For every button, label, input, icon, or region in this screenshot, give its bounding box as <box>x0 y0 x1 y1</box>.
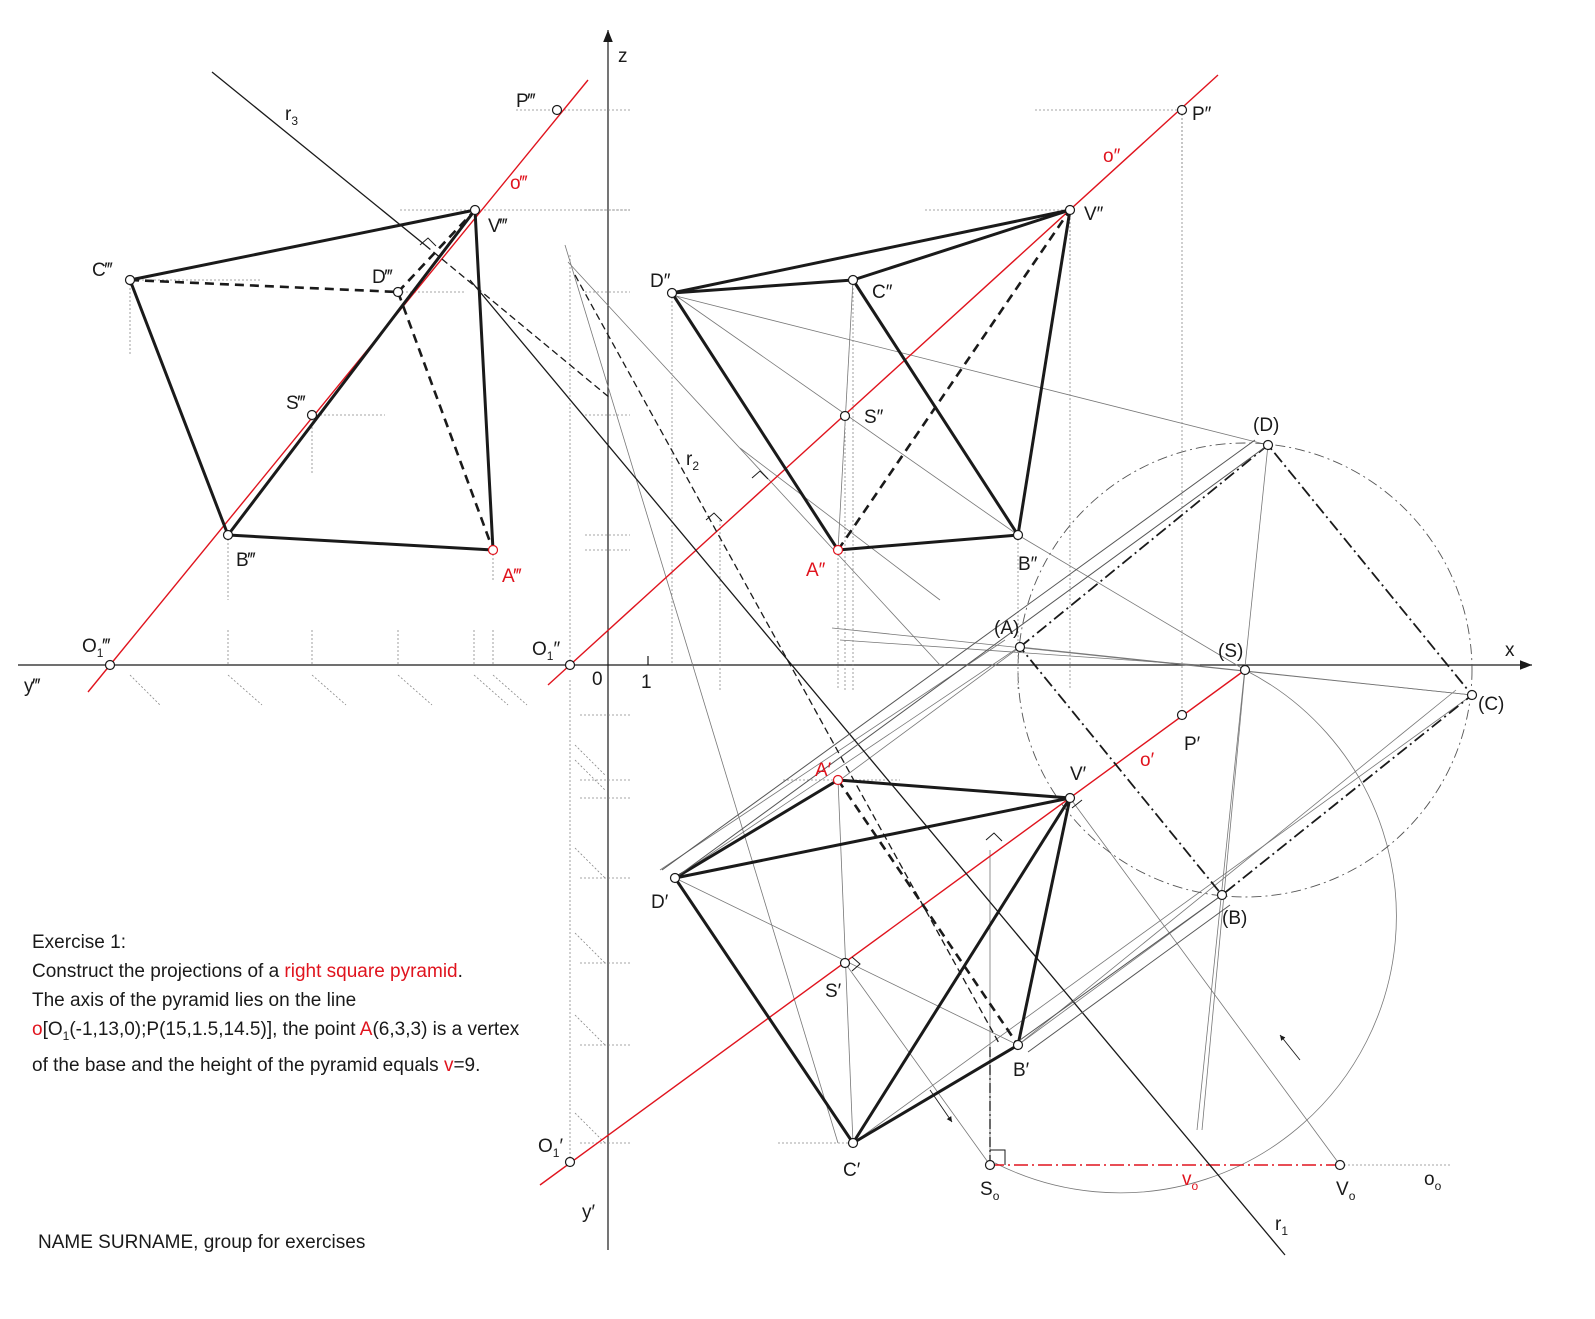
auxiliary-lines-r <box>211 71 1286 1256</box>
projection-ticks <box>129 109 1450 1166</box>
exercise-line-3: o[O1(-1,13,0);P(15,1.5,14.5)], the point… <box>32 1019 520 1043</box>
label-O1-first: O1′ <box>538 1136 563 1160</box>
right-angle-markers <box>419 237 1083 1165</box>
parallel-lines <box>661 439 1269 1053</box>
label-A1: A′ <box>815 760 832 781</box>
label-O1-second: O1″ <box>532 639 560 663</box>
label-D1: D′ <box>651 892 669 913</box>
label-C2: C″ <box>872 282 893 303</box>
label-P3: P‴ <box>516 91 536 112</box>
label-D3: D‴ <box>372 267 393 288</box>
exercise-line-2: The axis of the pyramid lies on the line <box>32 990 357 1011</box>
label-D-rot: (D) <box>1253 415 1279 436</box>
pyramid-visible-edges <box>128 208 1072 1145</box>
axis-lines-red <box>87 74 1340 1186</box>
label-r1: r1 <box>1275 1214 1288 1238</box>
exercise-title: Exercise 1: <box>32 932 126 953</box>
pyramid-hidden-edges <box>129 209 1072 1046</box>
line-o-first <box>539 669 1246 1186</box>
labels: x z y‴ y′ 0 1 P‴ V‴ C‴ D‴ S‴ B‴ A‴ o‴ O1… <box>24 46 1515 1238</box>
label-C1: C′ <box>843 1160 861 1181</box>
exercise-line-1: Construct the projections of a right squ… <box>32 961 463 982</box>
label-S2: S″ <box>864 407 884 428</box>
line-r3 <box>211 71 426 246</box>
label-A3: A‴ <box>502 566 522 587</box>
label-V1: V′ <box>1070 764 1087 785</box>
label-S1: S′ <box>825 981 842 1002</box>
exercise-line-4: of the base and the height of the pyrami… <box>32 1054 481 1076</box>
label-oo: oo <box>1424 1169 1442 1193</box>
label-Vo: Vo <box>1336 1179 1356 1203</box>
thin-construction-lines <box>564 244 1473 1194</box>
base-circle <box>1017 442 1473 898</box>
unit-label: 1 <box>641 672 652 693</box>
label-C3: C‴ <box>92 260 113 281</box>
label-A-rot: (A) <box>994 618 1019 639</box>
coordinate-axes <box>18 30 1532 1250</box>
label-B1: B′ <box>1013 1060 1030 1081</box>
y-front-label: y′ <box>582 1202 596 1223</box>
label-S3: S‴ <box>286 393 306 414</box>
label-So: So <box>980 1179 1000 1203</box>
label-r3: r3 <box>285 104 298 128</box>
label-O1-third: O1‴ <box>82 636 110 660</box>
line-o-second <box>547 74 1219 686</box>
label-vo: vo <box>1182 1169 1199 1193</box>
label-A2: A″ <box>806 560 826 581</box>
label-V2: V″ <box>1084 204 1104 225</box>
exercise-text: Exercise 1: Construct the projections of… <box>32 928 652 1080</box>
label-o3: o‴ <box>510 173 528 194</box>
label-P1: P′ <box>1184 734 1201 755</box>
label-B3: B‴ <box>236 550 256 571</box>
origin-label: 0 <box>592 669 603 690</box>
label-B2: B″ <box>1018 554 1038 575</box>
line-r2-dashed <box>574 274 1001 1046</box>
label-r2: r2 <box>686 449 699 473</box>
label-B-rot: (B) <box>1222 908 1247 929</box>
label-V3: V‴ <box>488 216 508 237</box>
y-top-label: y‴ <box>24 676 41 697</box>
z-axis-label: z <box>618 46 628 67</box>
point-markers <box>104 104 1478 1171</box>
label-D2: D″ <box>650 271 671 292</box>
label-o2: o″ <box>1103 146 1121 167</box>
line-o-third <box>87 79 589 693</box>
label-o1: o′ <box>1140 750 1155 771</box>
label-S-rot: (S) <box>1218 641 1243 662</box>
x-axis-label: x <box>1505 640 1515 661</box>
label-P2: P″ <box>1192 104 1212 125</box>
author-footer: NAME SURNAME, group for exercises <box>38 1232 366 1253</box>
label-C-rot: (C) <box>1478 694 1504 715</box>
